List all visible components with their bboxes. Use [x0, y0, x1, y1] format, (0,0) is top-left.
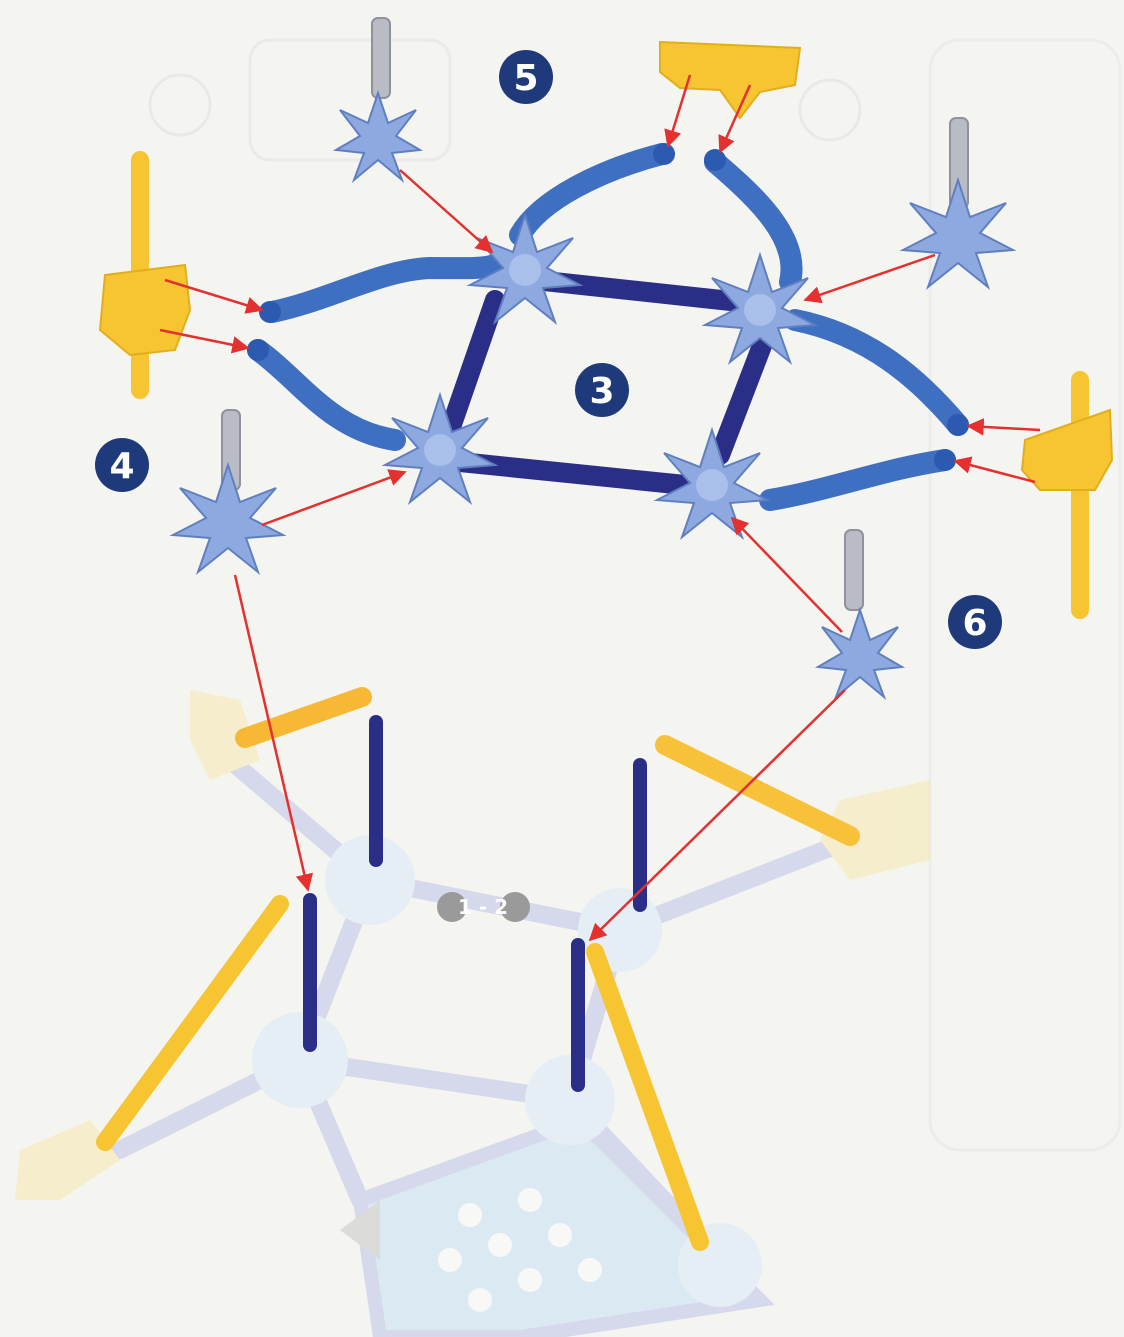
step-number-6: 6 — [962, 603, 987, 644]
step-badge-6: 6 — [948, 595, 1002, 649]
step-number-5: 5 — [513, 58, 538, 99]
step-number-3: 3 — [589, 371, 614, 412]
step-badge-5: 5 — [499, 50, 553, 104]
previous-steps-label: 1 - 2 — [437, 892, 530, 922]
step-badge-3: 3 — [575, 363, 629, 417]
step-badge-4: 4 — [95, 438, 149, 492]
previous-steps-text: 1 - 2 — [458, 895, 508, 919]
step-number-4: 4 — [109, 446, 134, 487]
